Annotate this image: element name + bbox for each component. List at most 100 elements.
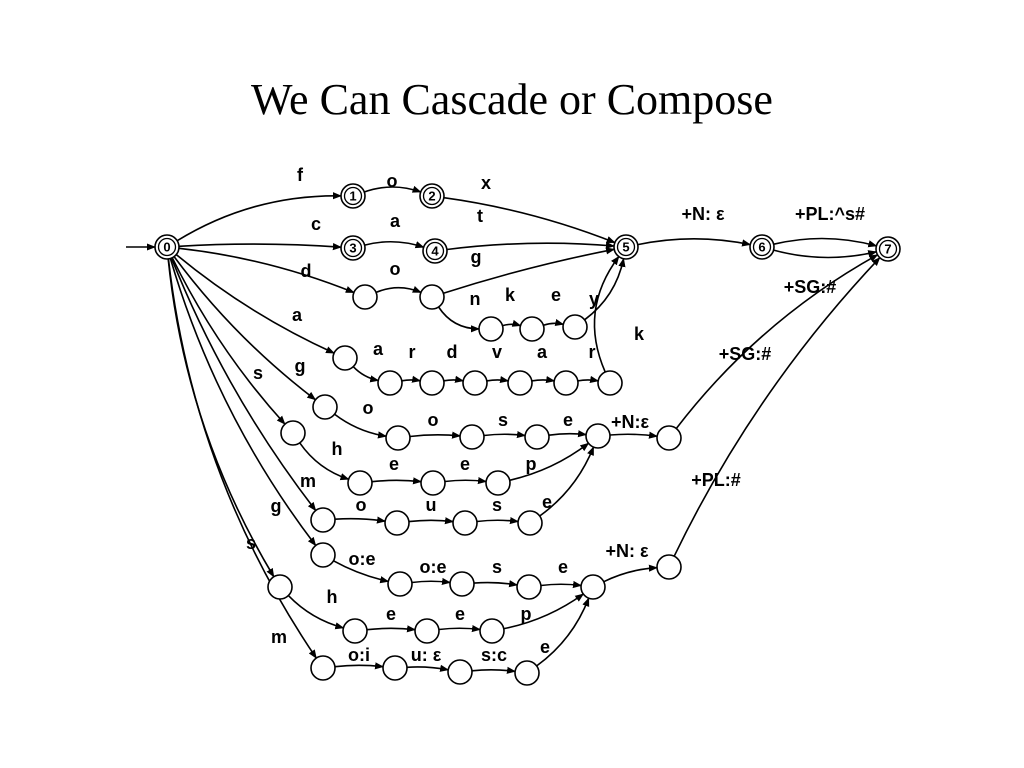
state-a4 — [462, 370, 488, 396]
state-M2 — [382, 655, 408, 681]
transition-label: a — [292, 305, 303, 325]
state-g2 — [385, 425, 411, 451]
slide-title: We Can Cascade or Compose — [251, 75, 773, 124]
transition-sgA-s7 — [675, 254, 879, 429]
state-S2 — [342, 618, 368, 644]
state-circle — [347, 470, 373, 496]
transition-label: g — [295, 356, 306, 376]
transition-s0-g1 — [173, 256, 317, 401]
transition-a3-a4 — [443, 375, 465, 383]
transition-label: +SG:# — [784, 277, 837, 297]
transition-label: o — [428, 410, 439, 430]
transition-s3-s4 — [364, 241, 425, 249]
state-circle — [656, 425, 682, 451]
transition-label: +N: ε — [605, 541, 649, 561]
transition-a6-a7 — [577, 375, 600, 383]
transition-label: d — [447, 342, 458, 362]
state-M4 — [514, 660, 540, 686]
transition-s0-sh1 — [171, 257, 286, 425]
transition-label: x — [481, 173, 491, 193]
state-number: 3 — [349, 241, 356, 256]
state-number: 1 — [349, 189, 356, 204]
transition-s0-a1 — [175, 253, 335, 354]
transition-label: +PL:^s# — [795, 204, 865, 224]
state-circle — [514, 660, 540, 686]
transition-s0-G1 — [169, 258, 317, 547]
transition-label: r — [408, 342, 415, 362]
transition-label: c — [311, 214, 321, 234]
state-circle — [310, 542, 336, 568]
state-circle — [516, 574, 542, 600]
state-sgA — [656, 425, 682, 451]
state-sh2 — [347, 470, 373, 496]
transition-label: e — [540, 637, 550, 657]
transition-n1-n2 — [502, 319, 522, 327]
state-circle — [387, 571, 413, 597]
transition-label: e — [542, 492, 552, 512]
state-inner-ring — [752, 237, 772, 257]
state-s2: 2 — [419, 183, 445, 209]
transition-M4-G5 — [536, 597, 590, 667]
state-n3 — [562, 314, 588, 340]
state-G4 — [516, 574, 542, 600]
transition-label: s:c — [481, 645, 507, 665]
state-circle — [580, 574, 606, 600]
state-circle — [485, 470, 511, 496]
state-circle — [585, 423, 611, 449]
state-number: 0 — [163, 240, 170, 255]
transition-m1-m2 — [334, 516, 386, 524]
state-d1 — [352, 284, 378, 310]
state-number: 6 — [758, 240, 765, 255]
transition-plB-s7 — [673, 257, 881, 557]
state-circle — [447, 659, 473, 685]
transition-label: e — [563, 410, 573, 430]
state-circle — [419, 370, 445, 396]
state-g3 — [459, 424, 485, 450]
transition-label: m — [271, 627, 287, 647]
transition-label: s — [492, 495, 502, 515]
state-circle — [332, 345, 358, 371]
transition-label: a — [537, 342, 548, 362]
transition-g3-g4 — [483, 430, 526, 439]
transition-d2-n1 — [437, 306, 480, 333]
transition-d1-d2 — [375, 285, 422, 294]
transition-label: o:i — [348, 645, 370, 665]
state-inner-ring — [422, 186, 442, 206]
state-g1 — [312, 394, 338, 420]
transition-M3-M4 — [471, 666, 516, 674]
state-circle — [342, 618, 368, 644]
transition-label: +N:ε — [611, 412, 650, 432]
transition-label: o:e — [420, 557, 447, 577]
state-inner-ring — [425, 241, 445, 261]
state-circle — [462, 370, 488, 396]
state-inner-ring — [157, 237, 177, 257]
transition-s0-s3 — [178, 243, 342, 251]
state-G5 — [580, 574, 606, 600]
transition-label: o — [356, 495, 367, 515]
transition-s0-M1 — [167, 258, 317, 659]
state-circle — [310, 655, 336, 681]
state-circle — [267, 574, 293, 600]
transition-label: t — [477, 206, 483, 226]
transition-g5-sgA — [609, 431, 658, 439]
state-m1 — [310, 507, 336, 533]
transition-label: e — [551, 285, 561, 305]
transition-label: o:e — [349, 549, 376, 569]
state-circle — [452, 510, 478, 536]
state-circle — [656, 554, 682, 580]
transition-label: e — [558, 557, 568, 577]
state-circle — [420, 470, 446, 496]
state-n2 — [519, 316, 545, 342]
state-circle — [524, 424, 550, 450]
state-sh1 — [280, 420, 306, 446]
transition-s6-s7 — [773, 249, 878, 259]
transition-label: o — [363, 398, 374, 418]
state-inner-ring — [878, 239, 898, 259]
transition-M1-M2 — [334, 662, 384, 670]
state-s7: 7 — [875, 236, 901, 262]
state-circle — [419, 284, 445, 310]
